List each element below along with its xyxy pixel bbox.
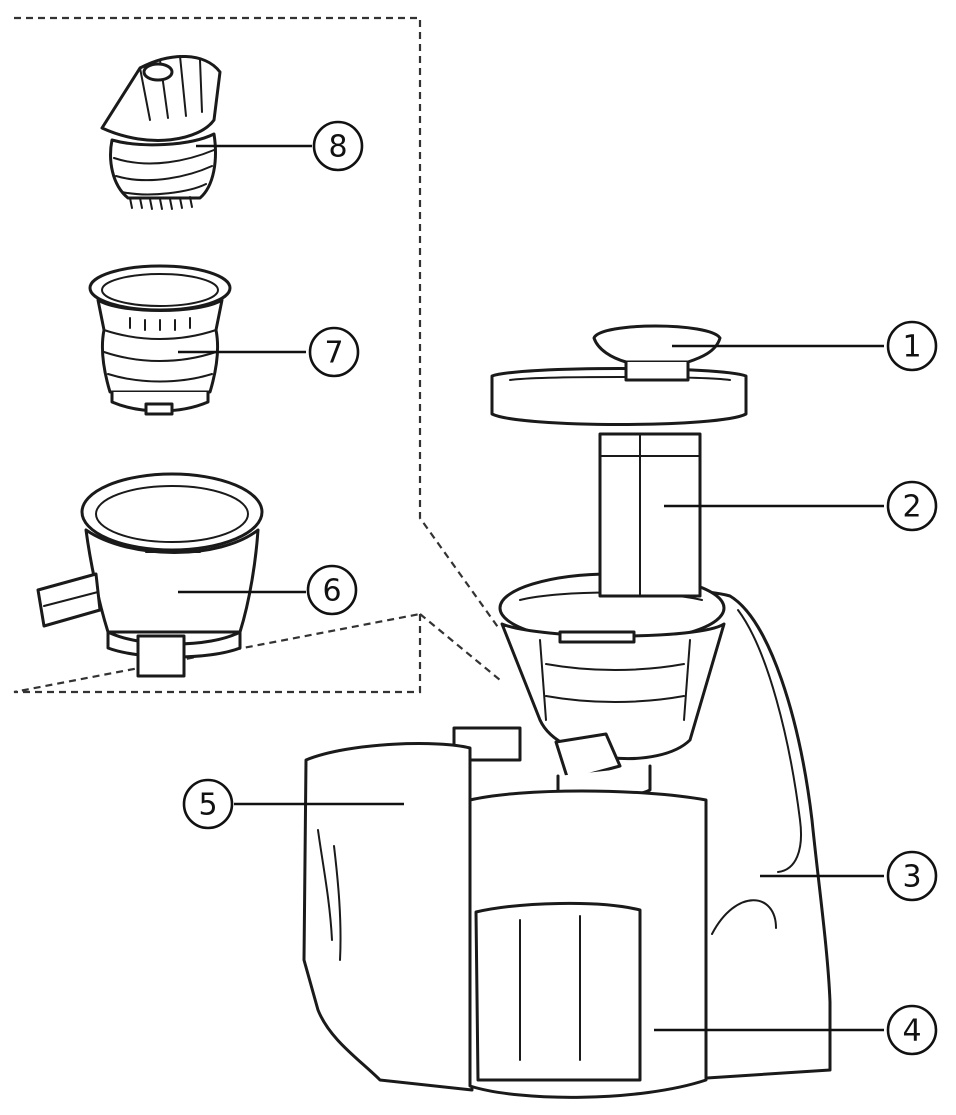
callout-number: 3 [902, 860, 921, 895]
callout-7: 7 [308, 326, 360, 378]
strainer-basket [88, 264, 232, 416]
callout-5: 5 [182, 778, 234, 830]
juicing-bowl [36, 472, 264, 678]
callout-number: 2 [902, 490, 921, 525]
callout-number: 5 [198, 788, 217, 823]
callout-8: 8 [312, 120, 364, 172]
feed-chute [490, 367, 748, 598]
callout-4: 4 [886, 1004, 938, 1056]
callout-number: 6 [322, 574, 341, 609]
callout-number: 7 [324, 336, 343, 371]
callout-number: 1 [902, 330, 921, 365]
callout-number: 4 [902, 1014, 921, 1049]
pulp-container [302, 742, 474, 1092]
juice-container [468, 789, 708, 1099]
auger-screw [100, 55, 222, 210]
callout-3: 3 [886, 850, 938, 902]
callout-number: 8 [328, 130, 347, 165]
callout-6: 6 [306, 564, 358, 616]
callout-1: 1 [886, 320, 938, 372]
callout-2: 2 [886, 480, 938, 532]
